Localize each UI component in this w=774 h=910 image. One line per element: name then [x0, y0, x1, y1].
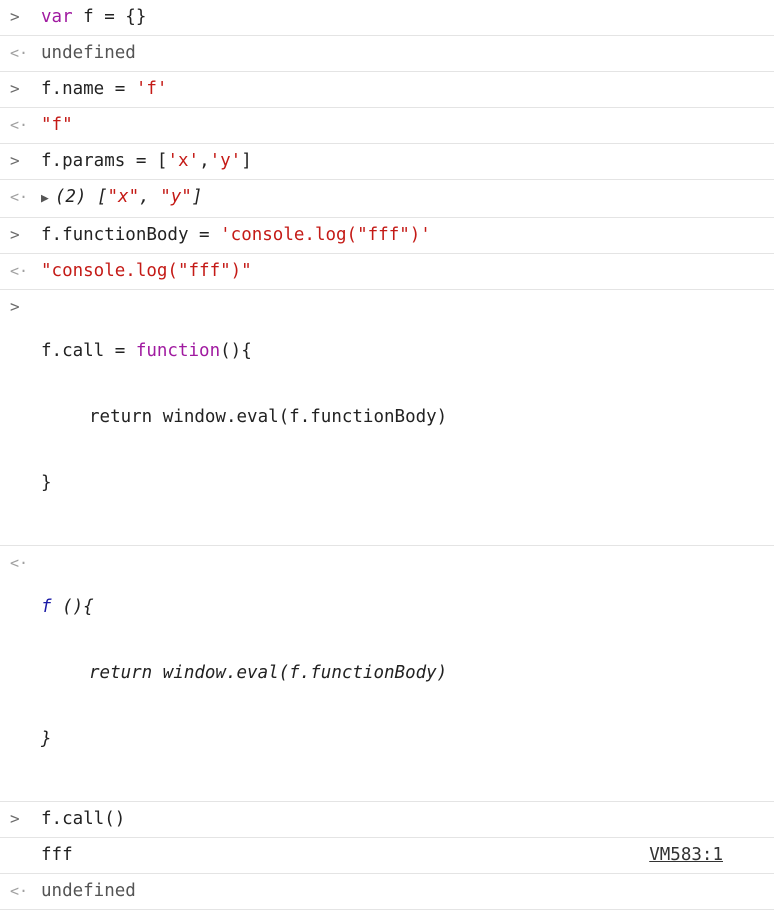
array-item: "y"	[160, 187, 192, 207]
console-log-row: fff VM583:1	[0, 838, 774, 874]
console-input-row[interactable]: > f.call()	[0, 802, 774, 838]
output-value: "f"	[41, 115, 73, 135]
code-token: ]	[241, 151, 252, 171]
array-separator: ,	[139, 187, 161, 207]
code-string: 'y'	[209, 151, 242, 171]
console-output-row: <· "console.log("fff")"	[0, 254, 774, 290]
code-token: {}	[114, 7, 147, 27]
code-token: f.params	[41, 151, 126, 171]
console-input-row[interactable]: > f.params = ['x','y']	[0, 144, 774, 180]
input-prompt-icon: >	[10, 297, 20, 316]
console-input-row[interactable]: > var f = {}	[0, 0, 774, 36]
array-item: "x"	[107, 187, 140, 207]
console-output-row: <· "f"	[0, 108, 774, 144]
expand-triangle-icon[interactable]: ▶	[41, 191, 49, 206]
array-preview: ]	[191, 187, 203, 207]
code-line: f (){	[41, 596, 774, 618]
console-input-row[interactable]: > f.call = function(){ return window.eva…	[0, 290, 774, 546]
code-token: (){	[51, 597, 94, 617]
console-output-row: <· undefined	[0, 874, 774, 910]
console-output-row[interactable]: <· ▶ (2) ["x", "y"]	[0, 180, 774, 218]
input-prompt-icon: >	[10, 151, 20, 170]
code-token: (){	[220, 341, 252, 361]
code-token: [	[156, 151, 168, 171]
code-token: var	[41, 7, 73, 27]
output-value: "console.log("fff")"	[41, 261, 252, 281]
code-token: =	[188, 225, 221, 245]
output-prompt-icon: <·	[10, 188, 29, 206]
array-preview: (2) [	[54, 187, 108, 207]
code-string: 'console.log("fff")'	[220, 225, 431, 245]
code-line: f.call = function(){	[41, 340, 774, 362]
input-code: f.call()	[41, 809, 126, 829]
code-line: return window.eval(f.functionBody)	[89, 407, 448, 427]
input-prompt-icon: >	[10, 225, 20, 244]
output-prompt-icon: <·	[10, 882, 29, 900]
code-line: }	[41, 729, 52, 749]
code-token: f.call	[41, 341, 105, 361]
code-token: =	[125, 151, 157, 171]
output-prompt-icon: <·	[10, 116, 29, 134]
code-keyword: function	[135, 341, 221, 361]
output-value: undefined	[41, 881, 136, 901]
code-line: return window.eval(f.functionBody)	[89, 663, 448, 683]
output-prompt-icon: <·	[10, 44, 29, 62]
input-prompt-icon: >	[10, 809, 20, 828]
code-string: 'f'	[135, 79, 168, 99]
source-link[interactable]: VM583:1	[649, 845, 723, 865]
code-token: ,	[199, 151, 210, 171]
code-token: =	[104, 79, 136, 99]
code-token: f	[72, 7, 105, 27]
code-token: f.name	[41, 79, 105, 99]
code-token: =	[104, 341, 136, 361]
input-prompt-icon: >	[10, 7, 20, 26]
code-token: f.functionBody	[41, 225, 189, 245]
output-prompt-icon: <·	[10, 554, 29, 572]
console-output-row: <· f (){ return window.eval(f.functionBo…	[0, 546, 774, 802]
console-output-row: <· undefined	[0, 36, 774, 72]
output-prompt-icon: <·	[10, 262, 29, 280]
output-value: undefined	[41, 43, 136, 63]
code-line: }	[41, 473, 52, 493]
input-prompt-icon: >	[10, 79, 20, 98]
code-token: =	[104, 7, 115, 27]
console-input-row[interactable]: > f.functionBody = 'console.log("fff")'	[0, 218, 774, 254]
console-input-row[interactable]: > f.name = 'f'	[0, 72, 774, 108]
function-marker: f	[41, 597, 52, 617]
code-string: 'x'	[167, 151, 200, 171]
